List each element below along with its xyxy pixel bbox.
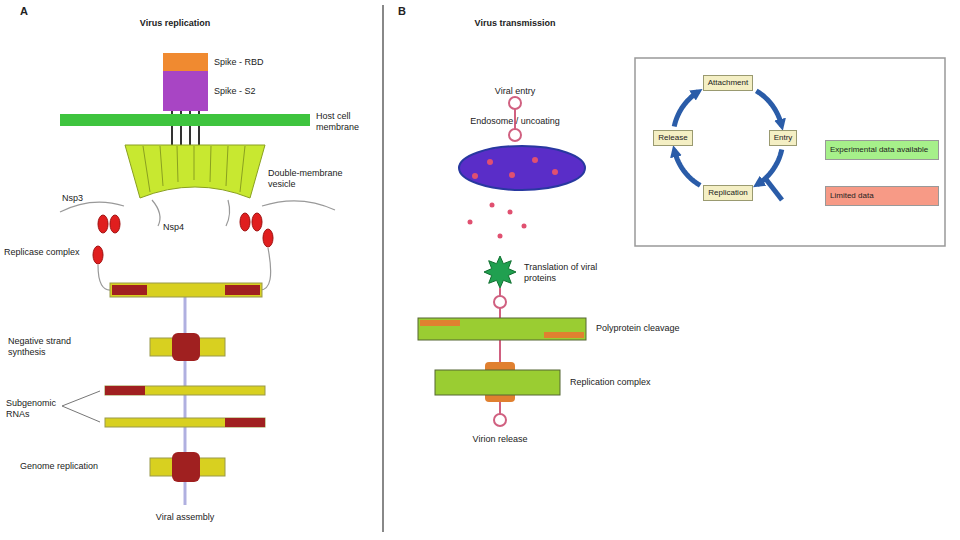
- part-label: Spike - S2: [214, 86, 304, 97]
- cycle-arrow: [756, 91, 781, 126]
- rna-end: [112, 285, 147, 295]
- oval: [98, 215, 108, 233]
- complex-bar: [435, 370, 560, 395]
- part-label: Replicase complex: [4, 247, 88, 258]
- rna-bar: [110, 283, 262, 297]
- oval: [110, 215, 120, 233]
- part-label: Host cell membrane: [316, 111, 378, 133]
- membrane-bar: [60, 114, 310, 126]
- oval: [240, 213, 250, 231]
- membrane-curves: [60, 200, 335, 290]
- cycle-step-box: Entry: [769, 130, 798, 146]
- panel-letter: A: [20, 6, 40, 17]
- rna-end: [225, 418, 265, 427]
- replicase-ovals: [93, 213, 273, 264]
- vesicle-stripes: [143, 146, 245, 192]
- panel-title: Virus transmission: [435, 18, 595, 29]
- dot: [498, 234, 503, 239]
- step-label: Replication complex: [570, 377, 680, 388]
- cycle-arrow: [757, 149, 782, 184]
- rna-end: [225, 285, 260, 295]
- cycle-step-box: Release: [653, 130, 692, 146]
- step-label: Polyprotein cleavage: [596, 323, 706, 334]
- cycle-step-box: Replication: [703, 185, 753, 201]
- bracket: [62, 391, 100, 422]
- step-label: Negative strand synthesis: [8, 336, 108, 358]
- step-text: Release: [658, 133, 687, 142]
- step-label: Virion release: [440, 434, 560, 445]
- cleavage-end: [420, 320, 460, 326]
- step-text: Replication: [708, 188, 748, 197]
- stripe: [177, 146, 178, 182]
- particle: [509, 129, 521, 141]
- cycle-tail: [765, 178, 782, 200]
- dot: [509, 172, 515, 178]
- curve: [226, 200, 230, 226]
- rna-core: [172, 452, 200, 482]
- oval: [263, 229, 273, 247]
- dot: [508, 210, 513, 215]
- dot: [552, 169, 558, 175]
- oval: [93, 246, 103, 264]
- polyprotein-bar: [418, 318, 586, 340]
- cleavage-end: [544, 332, 584, 338]
- particles: [468, 157, 559, 239]
- dot: [522, 224, 527, 229]
- stripe: [240, 146, 245, 192]
- legend-text: Experimental data available: [830, 145, 928, 154]
- part-label: Double-membrane vesicle: [268, 168, 348, 190]
- spike-s2: [163, 71, 208, 111]
- legend-text: Limited data: [830, 191, 874, 200]
- inset-frame: [635, 58, 945, 246]
- step-label: Viral assembly: [125, 512, 245, 523]
- particle: [494, 414, 506, 426]
- vesicle-fan: [125, 145, 265, 198]
- cycle-step-box: Attachment: [703, 75, 753, 91]
- endosome: [459, 146, 585, 190]
- stripe: [210, 146, 211, 182]
- spike-rbd: [163, 53, 208, 71]
- cycle-arrow: [674, 150, 700, 185]
- part-label: Spike - RBD: [214, 57, 304, 68]
- oval: [252, 213, 262, 231]
- part-label: Nsp4: [163, 222, 197, 233]
- legend-swatch: Limited data: [825, 186, 939, 206]
- particle: [494, 296, 506, 308]
- step-label: Viral entry: [455, 86, 575, 97]
- stripe: [226, 146, 228, 186]
- ribosome-star: [484, 256, 516, 288]
- curve: [60, 202, 124, 212]
- stripe: [160, 146, 163, 186]
- panel-divider: [382, 5, 384, 532]
- cycle-arrow: [674, 92, 698, 127]
- step-text: Attachment: [708, 78, 748, 87]
- rna-core: [172, 333, 200, 361]
- particle: [509, 97, 521, 109]
- part-label: Nsp3: [62, 193, 102, 204]
- panel-title: Virus replication: [95, 18, 255, 29]
- legend-swatch: Experimental data available: [825, 140, 939, 160]
- dot: [490, 203, 495, 208]
- step-label: Genome replication: [20, 461, 140, 472]
- step-label: Translation of viral proteins: [524, 262, 608, 284]
- step-label: Endosome / uncoating: [435, 116, 595, 127]
- dot: [487, 159, 493, 165]
- rna-bar: [105, 386, 265, 395]
- rna-end: [105, 386, 145, 395]
- step-text: Entry: [774, 133, 793, 142]
- panel-letter: B: [398, 6, 418, 17]
- dot: [468, 220, 473, 225]
- step-label: Subgenomic RNAs: [6, 398, 58, 420]
- curve: [262, 201, 335, 210]
- rna-bar: [105, 418, 265, 427]
- curve: [152, 200, 160, 226]
- dot: [472, 173, 478, 179]
- stripe: [143, 146, 150, 192]
- dot: [532, 157, 538, 163]
- stripe: [194, 146, 195, 180]
